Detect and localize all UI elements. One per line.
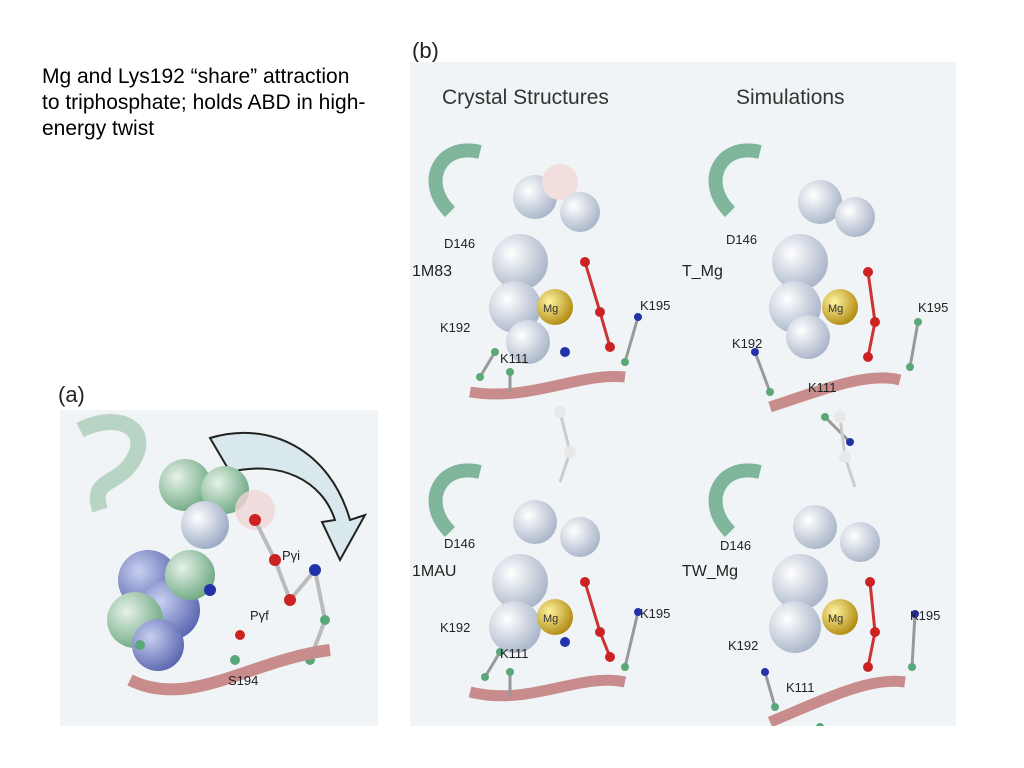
svg-text:Mg: Mg — [828, 303, 843, 315]
label-k111-1m83: K111 — [500, 351, 528, 366]
panel-a-figure: Pγi Pγf S194 — [60, 410, 378, 726]
pgamma-i-label: Pγi — [282, 548, 300, 563]
structure-quadrant-1mau: Mg — [428, 406, 642, 702]
label-k195-1mau: K195 — [640, 606, 670, 621]
panel-a-illustration: Pγi Pγf S194 — [76, 414, 368, 696]
label-d146-1m83: D146 — [444, 236, 475, 251]
label-k111-t-mg: K111 — [808, 380, 836, 395]
svg-text:Mg: Mg — [543, 613, 558, 625]
panel-a-label: (a) — [58, 382, 85, 407]
panel-b-figure: Crystal Structures Simulations Mg — [410, 62, 956, 726]
label-name-1m83: 1M83 — [412, 263, 452, 280]
pgamma-f-label: Pγf — [250, 608, 269, 623]
label-k195-1m83: K195 — [640, 298, 670, 313]
label-name-1mau: 1MAU — [412, 563, 456, 580]
panel-b-label: (b) — [412, 38, 439, 63]
s194-label: S194 — [228, 673, 258, 688]
label-d146-tw-mg: D146 — [720, 538, 751, 553]
label-k111-1mau: K111 — [500, 646, 528, 661]
slide-caption: Mg and Lys192 “share” attraction to trip… — [42, 65, 366, 140]
atoms — [135, 514, 330, 665]
space-fill-cluster — [107, 459, 275, 671]
label-k192-1mau: K192 — [440, 620, 470, 635]
ball-and-stick — [253, 519, 327, 661]
structure-quadrant-1m83: Mg — [428, 143, 642, 400]
backbone-tube — [127, 644, 331, 696]
label-k192-tw-mg: K192 — [728, 638, 758, 653]
label-k192-t-mg: K192 — [732, 336, 762, 351]
label-name-tw-mg: TW_Mg — [682, 563, 738, 580]
column-header-crystal: Crystal Structures — [442, 86, 609, 109]
svg-text:Mg: Mg — [543, 303, 558, 315]
label-d146-1mau: D146 — [444, 536, 475, 551]
panel-b-illustration: Mg Mg — [412, 143, 948, 726]
label-k195-tw-mg: K195 — [910, 608, 940, 623]
label-k195-t-mg: K195 — [918, 300, 948, 315]
column-header-simulations: Simulations — [736, 86, 845, 109]
svg-text:Mg: Mg — [828, 613, 843, 625]
structure-quadrant-tw-mg: Mg — [708, 411, 919, 726]
label-name-t-mg: T_Mg — [682, 263, 723, 280]
label-d146-t-mg: D146 — [726, 232, 757, 247]
helix-ribbon — [76, 414, 147, 513]
curved-arrow-icon — [208, 431, 368, 563]
label-k111-tw-mg: K111 — [786, 680, 814, 695]
structure-quadrant-t-mg: Mg — [708, 143, 922, 446]
label-k192-1m83: K192 — [440, 320, 470, 335]
